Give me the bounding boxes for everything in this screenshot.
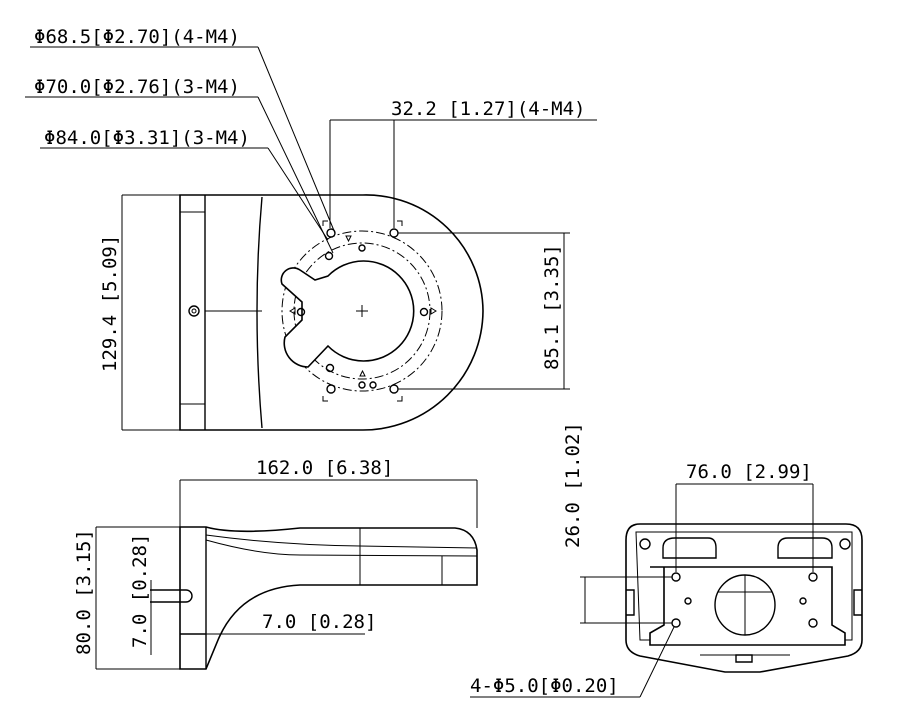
label-dim-80: 80.0 [3.15] <box>73 529 95 655</box>
front-left-tab <box>662 537 717 559</box>
center-opening <box>280 260 415 368</box>
side-view-screw <box>150 589 193 603</box>
label-dim-7-vertical: 7.0 [0.28] <box>129 534 151 648</box>
front-right-tab <box>777 537 833 559</box>
side-screw <box>188 305 200 317</box>
front-mount-holes <box>671 572 818 628</box>
label-phi-68: Φ68.5[Φ2.70](4-M4) <box>34 26 240 48</box>
label-dim-85: 85.1 [3.35] <box>541 244 563 370</box>
top-view: Φ68.5[Φ2.70](4-M4) Φ70.0[Φ2.76](3-M4) Φ8… <box>25 26 597 431</box>
label-dim-76: 76.0 [2.99] <box>686 461 812 483</box>
mount-plate <box>649 566 846 646</box>
top-view-curve <box>256 196 263 429</box>
label-phi-70: Φ70.0[Φ2.76](3-M4) <box>34 76 240 98</box>
label-dim-129: 129.4 [5.09] <box>99 235 121 372</box>
side-view: 162.0 [6.38] 80.0 [3.15] 7.0 [0.28] 7.0 … <box>73 457 478 670</box>
side-view-body <box>179 526 478 670</box>
label-dim-32: 32.2 [1.27](4-M4) <box>391 98 585 120</box>
label-dim-7-horizontal: 7.0 [0.28] <box>262 611 376 633</box>
front-view: 76.0 [2.99] 26.0 [1.02] 4-Φ5.0[Φ0.20] <box>470 422 863 698</box>
label-dim-162: 162.0 [6.38] <box>256 457 393 479</box>
bolt-circle-70 <box>293 242 431 380</box>
label-holes: 4-Φ5.0[Φ0.20] <box>470 675 619 697</box>
bolt-circle-84 <box>281 230 443 392</box>
label-dim-26: 26.0 [1.02] <box>562 422 584 548</box>
label-phi-84: Φ84.0[Φ3.31](3-M4) <box>44 127 250 149</box>
